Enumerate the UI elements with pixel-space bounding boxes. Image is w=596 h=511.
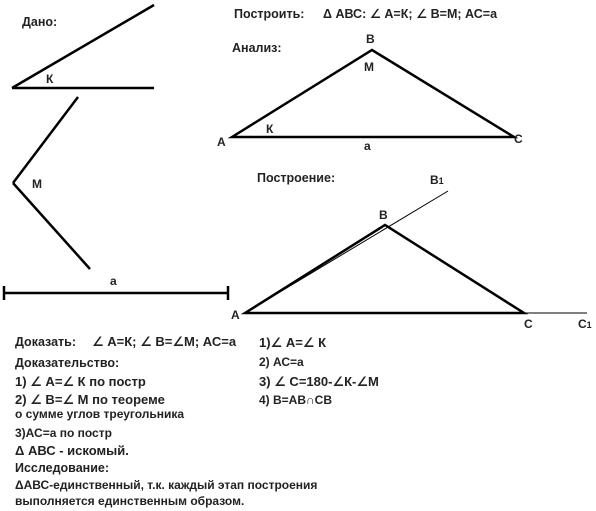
prove-title: Доказать: bbox=[15, 335, 77, 349]
analysis-angle-m: М bbox=[364, 60, 374, 74]
proof-line-3: о сумме углов треугольника bbox=[15, 407, 185, 421]
analysis-vertex-c: С bbox=[514, 132, 523, 146]
proof-line-1: 1) ∠ А=∠ К по постр bbox=[15, 374, 146, 389]
construction-step-4: 4) В=АВ∩СВ bbox=[259, 393, 333, 407]
angle-m-ray-upper bbox=[12, 96, 79, 184]
proof-line-4: 3)АС=а по постр bbox=[15, 426, 112, 440]
analysis-angle-k: К bbox=[266, 122, 274, 136]
construct-title: Построить: bbox=[234, 7, 305, 21]
angle-k-ray-upper bbox=[11, 3, 155, 90]
angle-m-label: М bbox=[32, 177, 42, 191]
given-title: Дано: bbox=[22, 15, 58, 29]
segment-a-label: а bbox=[110, 274, 117, 288]
proof-title: Доказательство: bbox=[15, 356, 120, 370]
construction-step-1: 1)∠ А=∠ К bbox=[259, 335, 327, 350]
angle-k-label: К bbox=[46, 72, 54, 86]
analysis-vertex-a: А bbox=[217, 135, 226, 149]
label-c1: С1 bbox=[578, 317, 592, 331]
proof-line-2: 2) ∠ В=∠ М по теореме bbox=[15, 392, 165, 407]
label-b1: В1 bbox=[430, 173, 444, 187]
research-line-1: ΔАВС-единственный, т.к. каждый этап пост… bbox=[15, 478, 318, 492]
construction-vertex-b: В bbox=[379, 208, 388, 222]
angle-m-ray-lower bbox=[12, 182, 91, 270]
research-title: Исследование: bbox=[15, 461, 110, 475]
analysis-vertex-b: В bbox=[366, 32, 375, 46]
construction-vertex-a: А bbox=[231, 308, 240, 322]
construction-step-3: 3) ∠ С=180-∠К-∠М bbox=[259, 374, 379, 389]
construction-vertex-c: С bbox=[524, 317, 533, 331]
analysis-triangle bbox=[227, 48, 519, 139]
analysis-side-a: а bbox=[364, 139, 371, 153]
construction-step-2: 2) АС=а bbox=[259, 355, 304, 369]
prove-statement: ∠ А=К; ∠ В=∠М; АС=а bbox=[92, 334, 237, 349]
proof-line-5: Δ АВС - искомый. bbox=[15, 443, 129, 458]
construction-triangle bbox=[240, 223, 529, 315]
analysis-title: Анализ: bbox=[232, 41, 282, 55]
construction-title: Построение: bbox=[257, 171, 336, 185]
construct-task: Δ АВС: ∠ А=К; ∠ В=М; АС=а bbox=[323, 7, 498, 21]
research-line-2: выполняется единственным образом. bbox=[15, 494, 245, 508]
